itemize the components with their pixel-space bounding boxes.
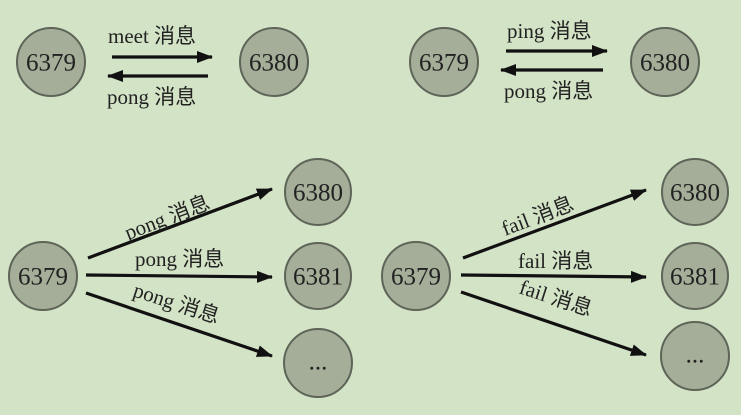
fail-message-label: fail 消息 [518, 249, 593, 273]
panel-broadcast-fail: 6379 6380 6381 ... fail 消息 fail 消息 fail … [381, 158, 730, 391]
source-node-6379: 6379 [8, 241, 78, 311]
node-label: 6380 [293, 180, 343, 207]
node-label: 6379 [18, 264, 68, 291]
pong-message-label: pong 消息 [135, 247, 224, 271]
pong-message-label: pong 消息 [107, 85, 196, 109]
node-6379: 6379 [409, 27, 479, 97]
node-label: 6379 [26, 50, 76, 77]
node-label: 6379 [391, 264, 441, 291]
arrow-to-ellipsis [460, 290, 647, 357]
arrow-to-6380 [462, 188, 647, 260]
ping-message-label: ping 消息 [507, 19, 592, 43]
node-label: 6380 [670, 180, 720, 207]
arrow-to-6381 [85, 270, 273, 283]
panel-broadcast-pong: 6379 6380 6381 ... pong 消息 pong 消息 pong … [8, 158, 353, 398]
pong-message-label: pong 消息 [130, 278, 222, 328]
pong-message-label: pong 消息 [121, 190, 213, 244]
arrow-to-6380 [87, 187, 273, 260]
node-label: 6380 [249, 50, 299, 77]
target-node-6380: 6380 [661, 158, 729, 226]
node-label: 6379 [419, 50, 469, 77]
node-label: ... [309, 349, 328, 376]
target-node-ellipsis: ... [283, 328, 353, 398]
arrow-to-ellipsis [85, 291, 273, 358]
target-node-6380: 6380 [284, 158, 352, 226]
target-node-6381: 6381 [661, 242, 729, 310]
arrow-to-6381 [460, 270, 647, 283]
target-node-6381: 6381 [284, 242, 352, 310]
fail-message-label: fail 消息 [498, 191, 577, 240]
node-6379: 6379 [16, 27, 86, 97]
pong-message-label: pong 消息 [504, 79, 593, 103]
node-label: 6380 [640, 50, 690, 77]
target-node-ellipsis: ... [660, 321, 730, 391]
meet-message-label: meet 消息 [108, 24, 196, 48]
node-6380: 6380 [630, 27, 700, 97]
node-label: 6381 [670, 264, 720, 291]
node-6380: 6380 [239, 27, 309, 97]
node-label: 6381 [293, 264, 343, 291]
source-node-6379: 6379 [381, 241, 451, 311]
node-label: ... [686, 342, 705, 369]
panel-meet: 6379 6380 meet 消息 pong 消息 [16, 24, 309, 109]
panel-ping: 6379 6380 ping 消息 pong 消息 [409, 19, 700, 103]
